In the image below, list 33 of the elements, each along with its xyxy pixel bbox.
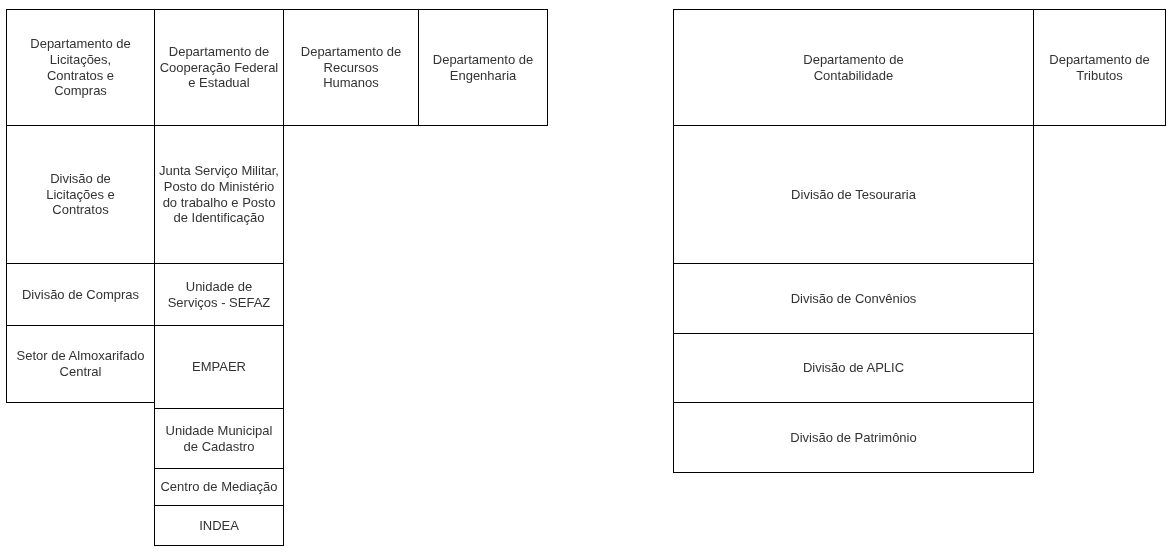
org-unit-box <box>6 325 155 403</box>
org-unit-box <box>673 263 1034 334</box>
org-unit-box <box>1033 9 1166 126</box>
org-unit-box <box>673 333 1034 403</box>
unit-label: Unidade de Serviços - SEFAZ <box>166 278 272 311</box>
org-unit-box <box>673 402 1034 473</box>
unit-label: Departamento de Engenharia <box>431 51 535 84</box>
unit-label: Divisão de Convênios <box>790 290 917 307</box>
org-unit-box <box>154 468 284 506</box>
unit-label: Departamento de Licitações, Contratos e Compras <box>29 36 132 99</box>
org-unit-box <box>154 408 284 469</box>
unit-label: Divisão de Licitações e Contratos <box>45 171 116 218</box>
org-unit-box <box>283 9 419 126</box>
org-unit-box <box>418 9 548 126</box>
org-unit-box <box>154 325 284 409</box>
unit-label: Centro de Mediação <box>160 479 278 495</box>
unit-label: INDEA <box>199 517 239 534</box>
unit-label: Unidade Municipal de Cadastro <box>164 422 274 455</box>
org-unit-box <box>673 125 1034 264</box>
unit-label: Divisão de Tesouraria <box>791 186 916 203</box>
unit-label: Setor de Almoxarifado Central <box>15 348 146 380</box>
unit-label: Departamento de Tributos <box>1048 51 1151 84</box>
unit-label: EMPAER <box>192 359 246 375</box>
unit-label: Divisão de APLIC <box>802 360 905 376</box>
unit-label: Junta Serviço Militar, Posto do Ministério do trabalho e Posto de Identificação <box>159 163 279 226</box>
unit-label: Departamento de Recursos Humanos <box>299 44 403 91</box>
unit-label: Departamento de Contabilidade <box>802 51 905 84</box>
unit-label: Divisão de Patrimônio <box>790 429 917 446</box>
org-unit-box <box>673 9 1034 126</box>
unit-label: Departamento de Cooperação Federal e Estadual <box>159 44 279 91</box>
org-unit-box <box>154 505 284 546</box>
unit-label: Divisão de Compras <box>21 286 139 303</box>
org-unit-box <box>6 9 155 126</box>
